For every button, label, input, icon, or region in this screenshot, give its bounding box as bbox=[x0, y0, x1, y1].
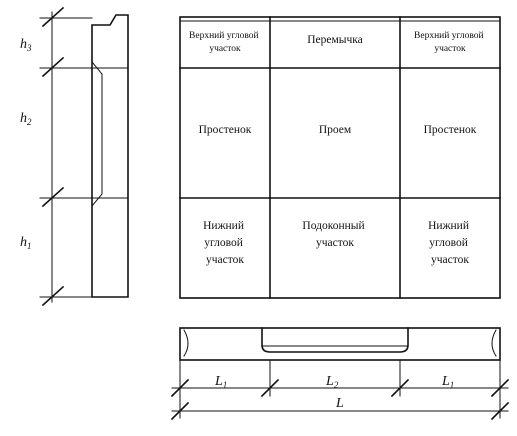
cell-opening: Проем bbox=[319, 124, 352, 136]
tick-total-left bbox=[170, 401, 190, 421]
panel-vertical-section bbox=[91, 14, 129, 298]
cell-lower-left-corner: Нижний угловой участок bbox=[203, 220, 247, 266]
dimension-tick-h2-h1 bbox=[41, 186, 65, 208]
dimension-label-l2: L2 bbox=[325, 374, 339, 390]
tick-seg-l1-l2 bbox=[260, 378, 280, 398]
cell-upper-right-corner: Верхний угловой участок bbox=[414, 30, 486, 54]
cell-lower-right-corner: Нижний угловой участок bbox=[428, 220, 472, 266]
plan-opening-recess bbox=[261, 327, 409, 353]
dimension-label-h2: h2 bbox=[20, 111, 32, 127]
tick-total-right bbox=[490, 401, 510, 421]
cell-sill-section: Подоконный участок bbox=[302, 220, 367, 249]
tick-seg-left bbox=[170, 378, 190, 398]
dimension-tick-bottom bbox=[41, 285, 65, 307]
vertical-dimension-chain: h3 h2 h1 bbox=[20, 6, 93, 307]
dimension-label-total: L bbox=[335, 396, 344, 411]
panel-plan-section bbox=[179, 327, 501, 361]
horizontal-dimension-chain: L1 L2 L1 L bbox=[170, 359, 510, 421]
plan-outline bbox=[179, 327, 501, 361]
tick-seg-l2-l1 bbox=[390, 378, 410, 398]
panel-outline bbox=[179, 16, 501, 299]
dimension-label-l1-right: L1 bbox=[441, 374, 454, 390]
cell-upper-left-corner: Верхний угловой участок bbox=[189, 30, 261, 54]
tick-seg-right bbox=[490, 378, 510, 398]
dimension-tick-h3-h2 bbox=[41, 56, 65, 78]
cell-left-pier: Простенок bbox=[199, 124, 252, 136]
dimension-tick-top bbox=[41, 6, 65, 28]
dimension-label-h3: h3 bbox=[20, 37, 32, 53]
dimension-label-l1-left: L1 bbox=[214, 374, 227, 390]
cell-right-pier: Простенок bbox=[424, 124, 477, 136]
section-opening-recess bbox=[91, 61, 103, 207]
cell-lintel: Перемычка bbox=[307, 34, 363, 46]
dimension-label-h1: h1 bbox=[20, 235, 32, 251]
plan-right-corner-curve bbox=[491, 329, 497, 357]
plan-left-corner-curve bbox=[183, 329, 189, 357]
panel-elevation: Верхний угловой участок Перемычка Верхни… bbox=[179, 16, 501, 299]
section-outline bbox=[91, 14, 129, 298]
